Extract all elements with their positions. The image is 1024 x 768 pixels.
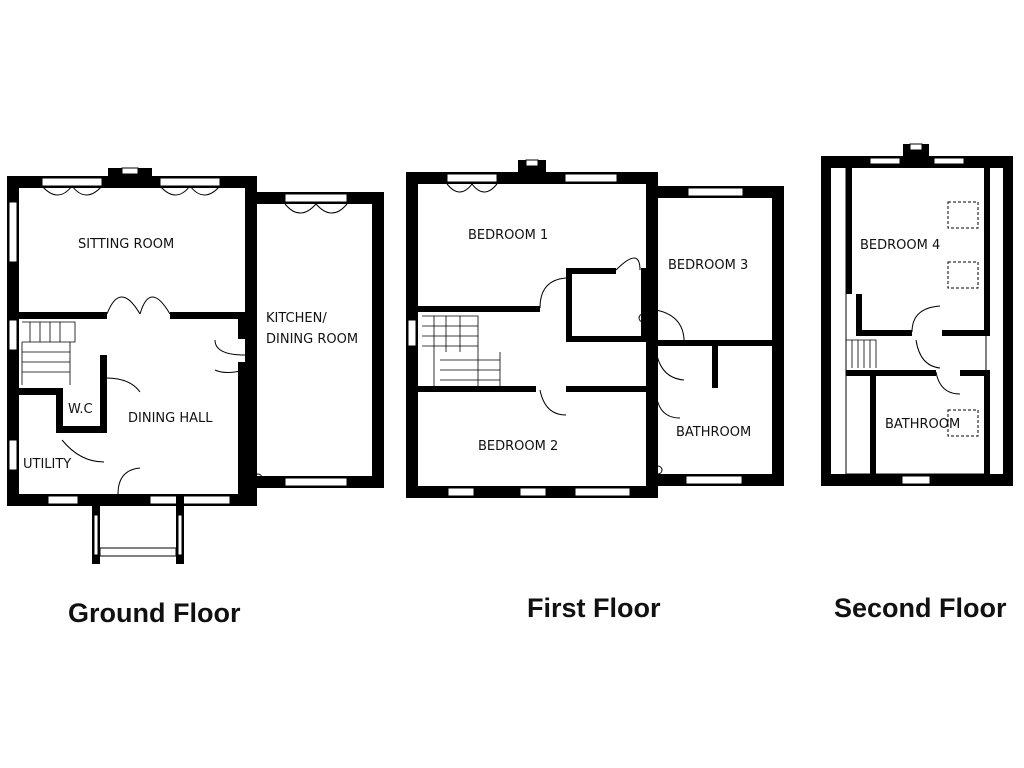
room-label: BEDROOM 3 [668,258,748,273]
room-label: DINING ROOM [266,332,358,347]
room-label: BEDROOM 4 [860,238,940,253]
room-label: UTILITY [23,457,71,472]
room-label: BATHROOM [676,425,751,440]
room-label: KITCHEN/ [266,311,327,326]
room-label: W.C [68,402,93,417]
room-label: BATHROOM [885,417,960,432]
first-floor-plan: BEDROOM 1 BEDROOM 3 BEDROOM 2 BATHROOM [406,159,784,498]
floor-title-second: Second Floor [834,593,1007,623]
room-label: SITTING ROOM [78,237,174,252]
floor-title-first: First Floor [527,593,661,623]
ground-floor-plan: SITTING ROOM KITCHEN/ DINING ROOM W.C DI… [7,167,384,564]
room-label: DINING HALL [128,411,213,426]
room-label: BEDROOM 1 [468,228,548,243]
floor-title-ground: Ground Floor [68,598,241,628]
room-label: BEDROOM 2 [478,439,558,454]
second-floor-plan: BEDROOM 4 BATHROOM [821,143,1013,486]
